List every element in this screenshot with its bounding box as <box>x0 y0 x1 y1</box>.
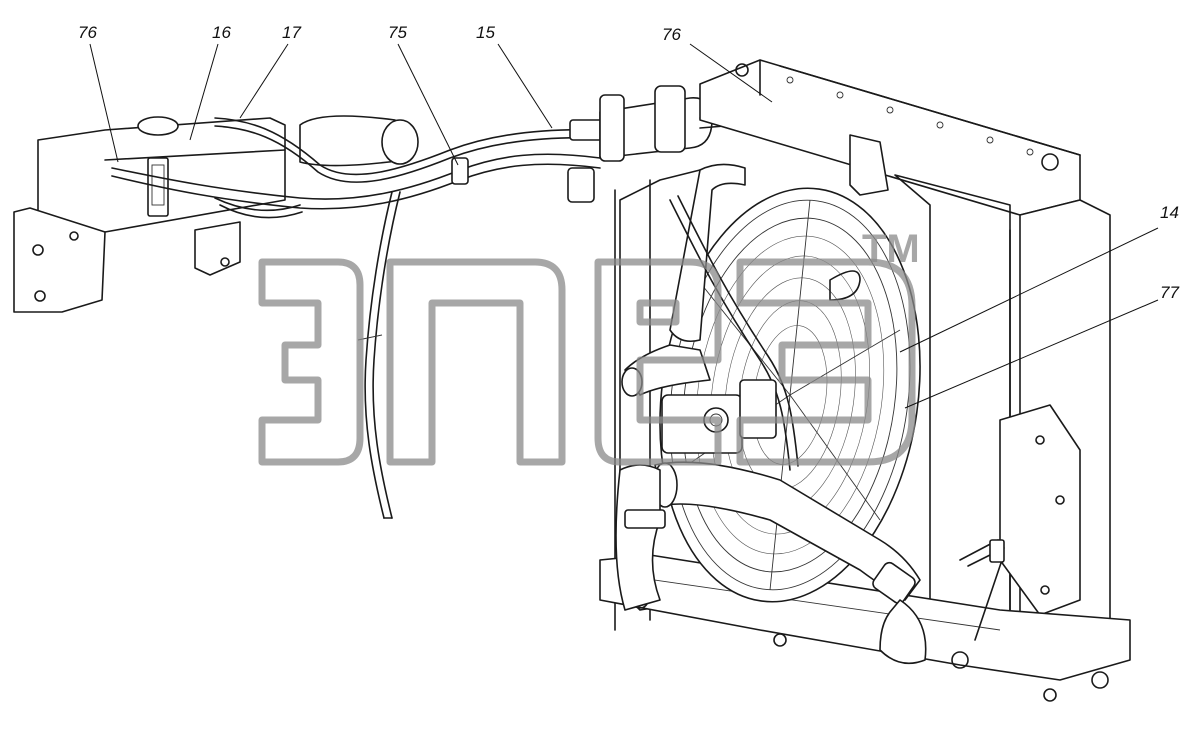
callout-75: 75 <box>388 23 407 42</box>
pipe-lines <box>111 117 611 519</box>
callout-16: 16 <box>212 23 231 42</box>
callout-14: 14 <box>1160 203 1179 222</box>
support-rod <box>959 539 1005 641</box>
upper-pipe <box>599 85 773 162</box>
callout-76-left: 76 <box>78 23 97 42</box>
expansion-tank <box>299 115 419 167</box>
callout-labels: 76 16 17 75 15 76 14 77 <box>78 23 1179 302</box>
watermark-tm: TM <box>862 227 920 271</box>
watermark-logo: TM <box>258 227 920 466</box>
callout-15: 15 <box>476 23 495 42</box>
callout-leaders <box>89 43 1159 409</box>
callout-17: 17 <box>282 23 301 42</box>
callout-76-right: 76 <box>662 25 681 44</box>
callout-77: 77 <box>1160 283 1179 302</box>
